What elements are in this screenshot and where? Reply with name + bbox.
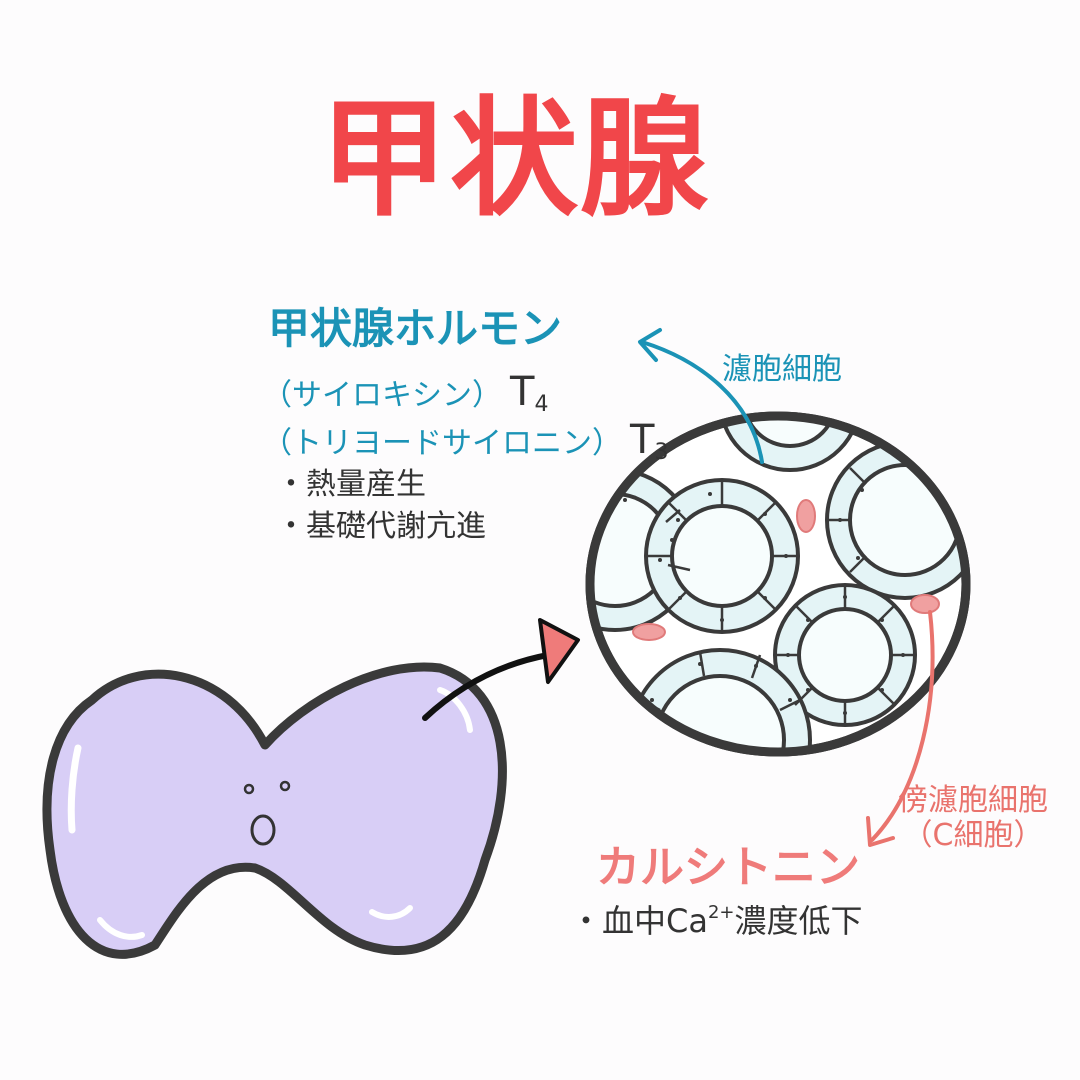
c-cell-1 (796, 499, 816, 533)
gland-eye-right (279, 780, 291, 792)
gland-highlight-top (437, 687, 473, 733)
gland-highlight-bottom-left (97, 917, 145, 940)
triiodothyronine-label: （トリヨードサイロニン） (262, 426, 622, 461)
gland-highlight-left (67, 744, 82, 834)
t3-abbr: T3 (630, 417, 669, 465)
follicular-cell-label: 濾胞細胞 (722, 352, 842, 387)
thyroxine-line: （サイロキシン）T4 (262, 372, 548, 416)
follicular-pointer-arrow (640, 340, 764, 464)
effect-basal-metabolism: ・基礎代謝亢進 (276, 509, 486, 544)
c-cell-pointer-arrow (870, 610, 935, 842)
c-cell-3 (910, 594, 940, 614)
page-title: 甲状腺 (320, 85, 711, 234)
effect-heat-production: ・熱量産生 (276, 467, 426, 502)
magnify-arrow-head (538, 618, 580, 684)
calcitonin-title: カルシトニン (596, 842, 860, 893)
gland-highlight-bottom-right (369, 905, 413, 920)
magnify-arrow (422, 652, 551, 721)
effect-calcium-decrease: ・血中Ca2+濃度低下 (570, 902, 863, 940)
thyroid-gland (42, 662, 507, 959)
thyroid-hormone-title: 甲状腺ホルモン (268, 304, 563, 353)
c-cell-2 (632, 623, 666, 641)
gland-mouth (250, 814, 276, 846)
gland-eye-left (243, 783, 255, 795)
t4-abbr: T4 (510, 369, 549, 417)
triiodothyronine-line: （トリヨードサイロニン）T3 (262, 420, 668, 464)
thyroxine-label: （サイロキシン） (262, 378, 502, 413)
parafollicular-cell-label: 傍濾胞細胞 （C細胞） (898, 783, 1048, 853)
